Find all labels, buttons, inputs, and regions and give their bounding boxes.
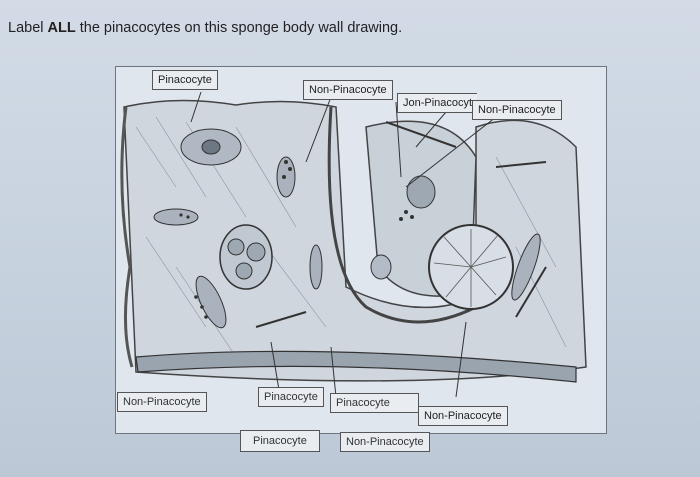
cell-vesicle [227, 238, 245, 256]
label-pinacocyte-bottom-center-2[interactable]: Pinacocyte [330, 393, 419, 413]
cell [309, 244, 323, 290]
cell [370, 254, 392, 280]
label-non-pinacocyte-top-center[interactable]: Non-Pinacocyte [303, 80, 393, 100]
question-prefix: Label [8, 20, 48, 36]
label-non-pinacocyte-bottom-left[interactable]: Non-Pinacocyte [117, 392, 207, 412]
choanocyte-flagella [433, 229, 507, 307]
label-pinacocyte-top-left[interactable]: Pinacocyte [152, 70, 218, 90]
question-emphasis: ALL [47, 20, 76, 36]
label-non-pinacocyte-top-right[interactable]: Non-Pinacocyte [472, 100, 562, 120]
cell [153, 208, 199, 226]
cell-vesicle [246, 242, 266, 262]
label-bank-pinacocyte[interactable]: Pinacocyte [240, 430, 320, 452]
sponge-drawing-frame [115, 66, 607, 434]
cell [406, 175, 436, 209]
pinacoderm-layer [135, 350, 577, 383]
cell [219, 224, 273, 290]
cell-nucleus [201, 139, 221, 155]
cell-granules [179, 160, 414, 319]
label-bank-non-pinacocyte[interactable]: Non-Pinacocyte [340, 432, 430, 452]
cell-vesicle [235, 262, 253, 280]
label-leader-lines [190, 91, 497, 403]
sponge-body-wall-drawing [120, 91, 587, 403]
label-non-pinacocyte-bottom-right[interactable]: Non-Pinacocyte [418, 406, 508, 426]
cell [511, 233, 541, 301]
label-non-pinacocyte-top-right-partial[interactable]: Jon-Pinacocyt [397, 93, 478, 113]
left-wall-edge [120, 106, 134, 368]
question-text: Label ALL the pinacocytes on this sponge… [8, 20, 402, 36]
question-suffix: the pinacocytes on this sponge body wall… [75, 20, 403, 36]
canal-wall [327, 106, 477, 324]
label-pinacocyte-bottom-center[interactable]: Pinacocyte [258, 387, 324, 407]
